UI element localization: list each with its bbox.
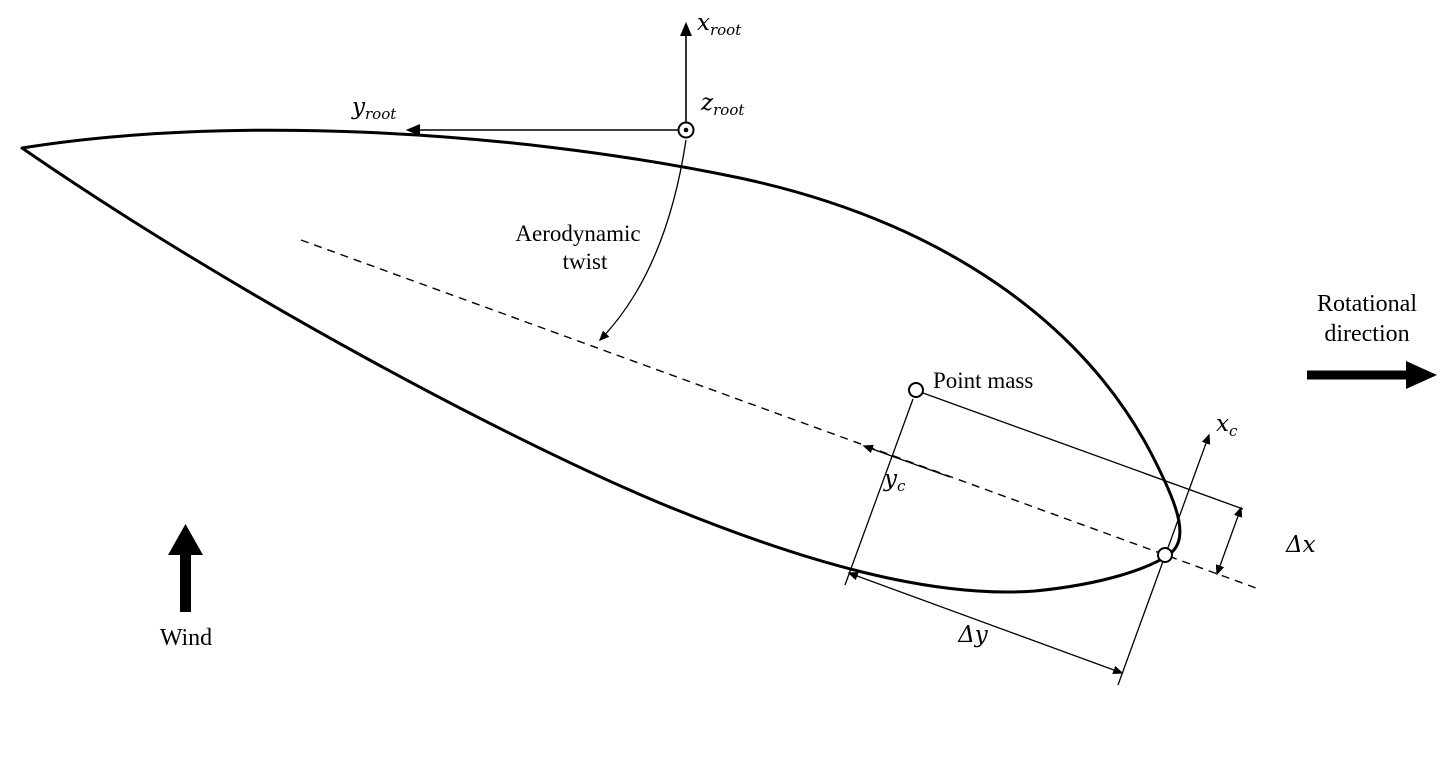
point-mass-label: Point mass [933, 368, 1033, 393]
y-c-label: yc [883, 466, 906, 495]
delta-y-dimension-line [847, 571, 1124, 675]
z-root-label: zroot [700, 90, 745, 119]
chord-origin-marker [1157, 547, 1173, 563]
airfoil-outline [20, 128, 1182, 594]
x-root-label: xroot [697, 10, 742, 39]
aerodynamic-twist-arc-arrow [598, 139, 687, 342]
wind-arrow-icon [168, 524, 203, 612]
wind-label: Wind [160, 625, 212, 651]
point-mass-chordwise-line [922, 392, 1244, 510]
y-c-axis [862, 444, 951, 478]
aerodynamic-twist-label-line2: twist [563, 249, 608, 274]
point-mass-marker [908, 382, 924, 398]
chord-line [300, 239, 1257, 589]
y-root-label: yroot [351, 94, 397, 123]
point-mass-extension-line [844, 398, 914, 586]
rotational-direction-label-line1: Rotational [1317, 291, 1417, 317]
rotational-direction: Rotational direction [1307, 291, 1437, 389]
delta-y-label: Δy [957, 622, 989, 648]
delta-x-dimension-line [1215, 506, 1243, 576]
delta-x-label: Δx [1285, 532, 1316, 558]
wind-direction: Wind [160, 524, 212, 651]
rotational-direction-label-line2: direction [1324, 321, 1409, 347]
root-coordinate-system: xroot yroot zroot [351, 10, 745, 139]
aerodynamic-twist-label-line1: Aerodynamic [515, 221, 640, 246]
z-root-out-of-page-icon [677, 121, 695, 139]
rotational-direction-arrow-icon [1307, 361, 1437, 389]
x-c-label: xc [1216, 411, 1238, 440]
